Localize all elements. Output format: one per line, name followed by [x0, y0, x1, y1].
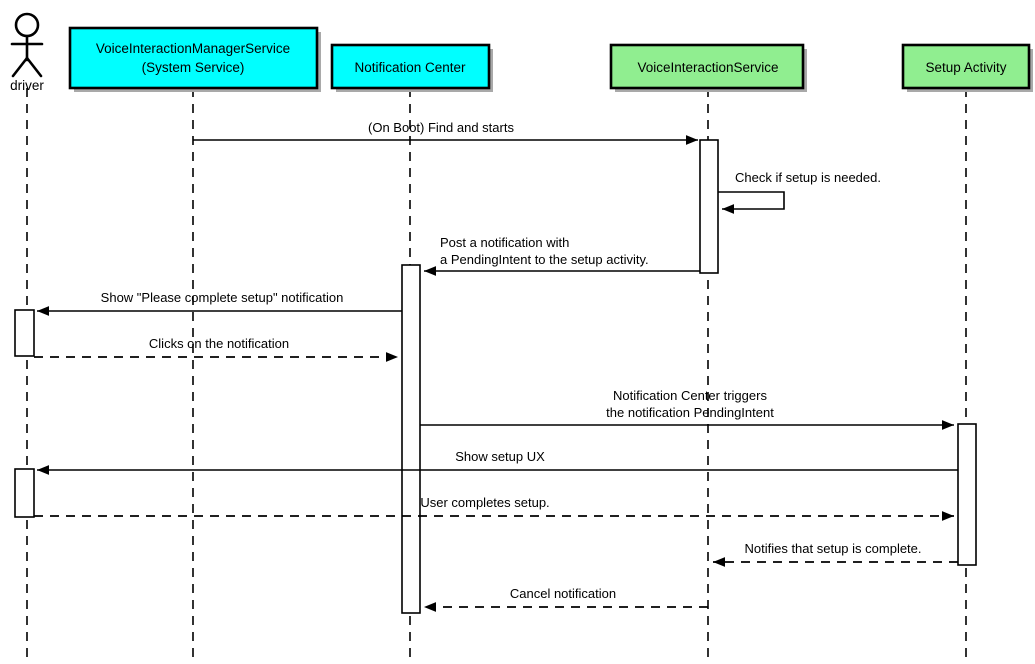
activation-bars-group [14, 139, 977, 614]
participant-label-line1: Notification Center [354, 60, 466, 75]
participant-label-line1: Setup Activity [925, 60, 1006, 75]
message-label-line1: Notification Center triggers [613, 388, 767, 403]
activation-bar-setup-activity-1 [957, 423, 977, 566]
message-clicks-on-the-notification[interactable]: Clicks on the notification [34, 336, 398, 362]
message-cancel-notification[interactable]: Cancel notification [424, 586, 708, 612]
activation-bar-driver-1 [14, 309, 35, 357]
box-fill [68, 26, 319, 90]
message-label: Clicks on the notification [149, 336, 289, 351]
message-label: Show "Please complete setup" notificatio… [101, 290, 344, 305]
participant-label-line1: VoiceInteractionManagerService [96, 41, 290, 56]
actor-head-icon [14, 12, 40, 38]
activation-bar-voiceinteractionservice-1 [699, 139, 719, 274]
actor-leg-right-icon [25, 56, 43, 78]
message-label: Notifies that setup is complete. [744, 541, 921, 556]
participant-box-voiceinteractionservice[interactable]: VoiceInteractionService [609, 43, 807, 92]
participant-box-setup-activity[interactable]: Setup Activity [901, 43, 1033, 92]
message-on-boot-find-and-starts[interactable]: (On Boot) Find and starts [193, 120, 698, 145]
actor-driver: driver [10, 12, 44, 93]
message-label: Cancel notification [510, 586, 616, 601]
message-label: Show setup UX [455, 449, 545, 464]
message-label: Check if setup is needed. [735, 170, 881, 185]
message-show-please-complete-setup-notification[interactable]: Show "Please complete setup" notificatio… [37, 290, 402, 316]
box-fill [330, 43, 491, 90]
message-label-line2: the notification PendingIntent [606, 405, 774, 420]
actor-label-driver: driver [10, 78, 44, 93]
activation-bar-driver-2 [14, 468, 35, 518]
message-show-setup-ux[interactable]: Show setup UX [37, 449, 958, 475]
message-post-a-notification[interactable]: Post a notification with a PendingIntent… [424, 235, 700, 276]
message-self-loop-path [718, 191, 785, 214]
box-fill [609, 43, 805, 90]
message-check-if-setup-is-needed[interactable]: Check if setup is needed. [718, 170, 881, 214]
participant-label-line2: (System Service) [142, 60, 245, 75]
participant-label-line1: VoiceInteractionService [637, 60, 778, 75]
box-fill [901, 43, 1031, 90]
message-label: (On Boot) Find and starts [368, 120, 514, 135]
message-user-completes-setup[interactable]: User completes setup. [34, 495, 954, 521]
message-label-line1: Post a notification with [440, 235, 569, 250]
message-label-line2: a PendingIntent to the setup activity. [440, 252, 649, 267]
message-notification-center-triggers-pendingintent[interactable]: Notification Center triggers the notific… [420, 388, 954, 430]
activation-bar-notification-center-1 [401, 264, 421, 614]
participant-box-voiceinteractionmanagerservice[interactable]: VoiceInteractionManagerService (System S… [68, 26, 321, 92]
message-label: User completes setup. [420, 495, 549, 510]
participant-box-notification-center[interactable]: Notification Center [330, 43, 493, 92]
actor-leg-left-icon [11, 56, 29, 78]
message-notifies-that-setup-is-complete[interactable]: Notifies that setup is complete. [713, 541, 958, 567]
